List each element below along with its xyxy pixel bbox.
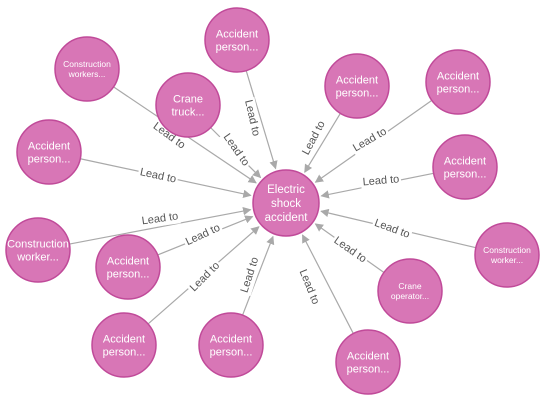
edge-line: [245, 70, 278, 170]
edge-lead-to-14: Lead to: [237, 235, 275, 316]
node-label-line-1: worker...: [490, 255, 523, 265]
node-label-line-1: operator...: [391, 291, 429, 301]
node-label-line-0: Accident: [437, 70, 479, 82]
node-label-line-1: person...: [107, 268, 150, 280]
node-label-line-0: Accident: [210, 333, 252, 345]
edge-label: Lead to: [188, 260, 222, 294]
node-circle[interactable]: [91, 312, 157, 378]
edge-line: [301, 234, 354, 334]
edge-label-bg: [349, 123, 391, 157]
node-label-line-0: Accident: [336, 74, 378, 86]
graph-node-8[interactable]: Constructionworker...: [5, 217, 71, 283]
node-label-line-0: Accident: [103, 333, 145, 345]
node-label-line-1: person...: [103, 346, 146, 358]
node-label-line-0: Accident: [444, 155, 486, 167]
edge-label-bg: [185, 257, 225, 297]
edge-label: Lead to: [332, 234, 369, 265]
node-circle[interactable]: [5, 217, 71, 283]
graph-node-7[interactable]: Accidentperson...: [432, 134, 498, 200]
edge-label-bg: [360, 172, 402, 190]
node-circle[interactable]: [474, 222, 540, 288]
edge-line: [304, 113, 341, 173]
node-circle[interactable]: [54, 36, 120, 102]
node-label-line-1: workers...: [68, 69, 106, 79]
graph-node-12[interactable]: Accidentperson...: [95, 234, 161, 300]
node-label-line-1: person...: [437, 83, 480, 95]
graph-node-1[interactable]: Accidentperson...: [204, 7, 270, 73]
node-circle[interactable]: [95, 234, 161, 300]
node-circle[interactable]: [425, 49, 491, 115]
graph-node-9[interactable]: Constructionworker...: [474, 222, 540, 288]
node-circle[interactable]: [16, 119, 82, 185]
edge-label: Lead to: [362, 173, 400, 188]
edge-lead-to-8: Lead to: [69, 206, 252, 245]
graph-node-11[interactable]: Accidentperson...: [335, 329, 401, 395]
center-node-electric-shock-accident[interactable]: Electric shock accident: [252, 169, 320, 237]
node-label-line-1: person...: [210, 346, 253, 358]
edge-label-bg: [181, 220, 225, 250]
edge-label-bg: [240, 96, 264, 140]
edge-label-bg: [148, 118, 190, 154]
center-node-label-line-1: shock: [271, 198, 301, 210]
node-label-line-0: Construction: [483, 245, 531, 255]
edge-label-bg: [218, 129, 254, 171]
edge-label-bg: [329, 232, 371, 268]
edge-label: Lead to: [141, 210, 179, 227]
edge-lead-to-10: Lead to: [314, 223, 385, 273]
node-label-line-1: person...: [444, 168, 487, 180]
node-label-line-0: Crane: [398, 281, 421, 291]
node-label-line-1: person...: [336, 87, 379, 99]
graph-node-13[interactable]: Accidentperson...: [91, 312, 157, 378]
edge-label: Lead to: [184, 222, 222, 248]
edge-lead-to-1: Lead to: [240, 70, 278, 170]
graph-node-6[interactable]: Accidentperson...: [16, 119, 82, 185]
node-label-line-1: person...: [28, 153, 71, 165]
node-label-line-0: Construction: [63, 59, 111, 69]
node-circle[interactable]: [377, 258, 443, 324]
center-node-label-line-0: Electric: [267, 184, 305, 196]
graph-node-14[interactable]: Accidentperson...: [198, 312, 264, 378]
edge-label-bg: [139, 209, 181, 229]
node-label-line-1: worker...: [16, 251, 59, 263]
nodes-layer: Accidentperson...Constructionworkers...C…: [5, 7, 540, 395]
edge-label-bg: [298, 117, 330, 159]
edge-label-bg: [370, 215, 414, 243]
node-circle[interactable]: [324, 53, 390, 119]
node-label-line-0: Accident: [28, 140, 70, 152]
edge-label-bg: [136, 164, 180, 188]
graph-node-10[interactable]: Craneoperator...: [377, 258, 443, 324]
edge-label: Lead to: [297, 268, 322, 307]
node-label-line-0: Crane: [173, 93, 203, 105]
graph-node-2[interactable]: Constructionworkers...: [54, 36, 120, 102]
node-label-line-0: Construction: [7, 238, 69, 250]
edge-label-bg: [295, 265, 323, 309]
node-circle[interactable]: [198, 312, 264, 378]
node-label-line-1: person...: [347, 363, 390, 375]
edge-label: Lead to: [221, 131, 252, 168]
center-node-label-line-2: accident: [265, 212, 309, 224]
node-circle[interactable]: [204, 7, 270, 73]
graph-node-5[interactable]: Accidentperson...: [425, 49, 491, 115]
edge-lead-to-6: Lead to: [80, 158, 252, 198]
graph-node-4[interactable]: Accidentperson...: [324, 53, 390, 119]
node-circle[interactable]: [432, 134, 498, 200]
graph-node-3[interactable]: Cranetruck...: [155, 72, 221, 138]
node-circle[interactable]: [155, 72, 221, 138]
edge-lead-to-7: Lead to: [320, 172, 434, 199]
node-label-line-1: person...: [216, 41, 259, 53]
edge-label: Lead to: [373, 217, 412, 241]
node-label-line-0: Accident: [107, 255, 149, 267]
edge-line: [69, 206, 252, 245]
edge-lead-to-4: Lead to: [298, 113, 341, 173]
node-label-line-0: Accident: [216, 28, 258, 40]
edge-label-bg: [237, 253, 263, 297]
node-label-line-1: truck...: [171, 106, 204, 118]
node-label-line-0: Accident: [347, 350, 389, 362]
edge-line: [241, 235, 275, 316]
node-circle[interactable]: [335, 329, 401, 395]
node-circle[interactable]: [252, 169, 320, 237]
